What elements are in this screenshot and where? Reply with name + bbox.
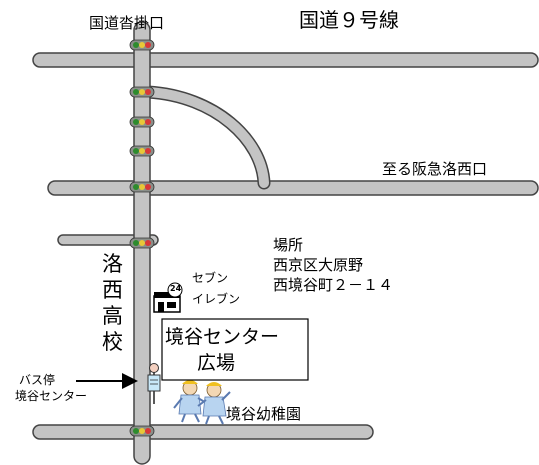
traffic-signal-icon — [129, 116, 155, 128]
bus-stop-label-2: 境谷センター — [15, 389, 88, 403]
route9-name-label: 国道９号線 — [299, 8, 399, 32]
traffic-signal-icon — [129, 237, 155, 249]
destination-box — [161, 318, 309, 381]
bus-stop-icon — [147, 363, 161, 404]
address-line-1: 西京区大原野 — [273, 256, 364, 274]
traffic-signal-icon — [129, 39, 155, 51]
hankyu-direction-label: 至る阪急洛西口 — [382, 160, 488, 178]
traffic-signal-icon — [129, 86, 155, 98]
school-name-char: 高 — [102, 304, 123, 328]
traffic-signal-icon — [129, 181, 155, 193]
school-name-char: 西 — [102, 278, 123, 302]
school-name-char: 洛 — [102, 252, 123, 276]
curved-road — [141, 85, 271, 190]
address-line-2: 西境谷町２－１４ — [273, 276, 394, 294]
destination-line-1: 境谷センター — [165, 326, 280, 348]
convenience-store-icon — [153, 282, 183, 313]
arrow-right-icon — [76, 373, 138, 389]
route9-road — [32, 52, 539, 68]
kindergarten-label: 境谷幼稚園 — [226, 405, 302, 423]
destination-line-2: 広場 — [197, 352, 236, 374]
location-heading: 場所 — [273, 236, 304, 254]
convenience-store-name-1: セブン — [192, 271, 229, 285]
traffic-signal-icon — [129, 425, 155, 437]
school-name-char: 校 — [102, 330, 123, 354]
convenience-store-badge: 24 — [170, 284, 182, 293]
kindergarten-road — [32, 424, 374, 440]
children-icon — [173, 380, 231, 425]
route9-junction-label: 国道沓掛口 — [89, 14, 165, 32]
traffic-signal-icon — [129, 145, 155, 157]
bus-stop-label-1: バス停 — [19, 373, 56, 387]
convenience-store-name-2: イレブン — [192, 292, 241, 306]
hankyu-road — [47, 180, 539, 196]
